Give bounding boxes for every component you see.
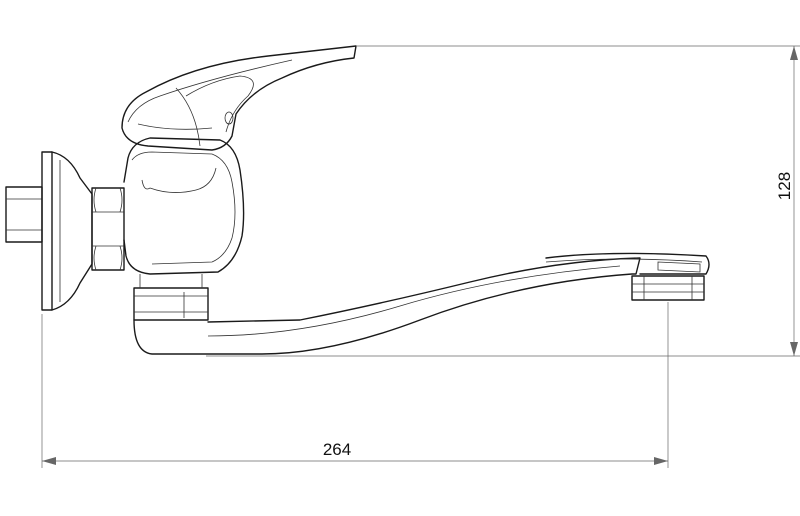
wall-flange bbox=[41, 151, 93, 311]
lever-handle bbox=[121, 45, 357, 151]
hex-nut bbox=[91, 187, 125, 271]
height-dimension-label: 128 bbox=[775, 172, 794, 200]
mixer-body bbox=[123, 137, 245, 275]
height-arrow-top bbox=[790, 46, 798, 60]
wall-pipe-stub bbox=[5, 186, 43, 243]
swivel-spout bbox=[133, 252, 710, 355]
aerator bbox=[631, 275, 705, 301]
height-dimension: 128 bbox=[206, 45, 800, 357]
length-dimension-label: 264 bbox=[323, 440, 351, 459]
length-arrow-left bbox=[42, 457, 56, 465]
height-arrow-bottom bbox=[790, 342, 798, 356]
length-arrow-right bbox=[654, 457, 668, 465]
spout-collar bbox=[133, 274, 209, 321]
length-dimension: 264 bbox=[41, 302, 669, 468]
